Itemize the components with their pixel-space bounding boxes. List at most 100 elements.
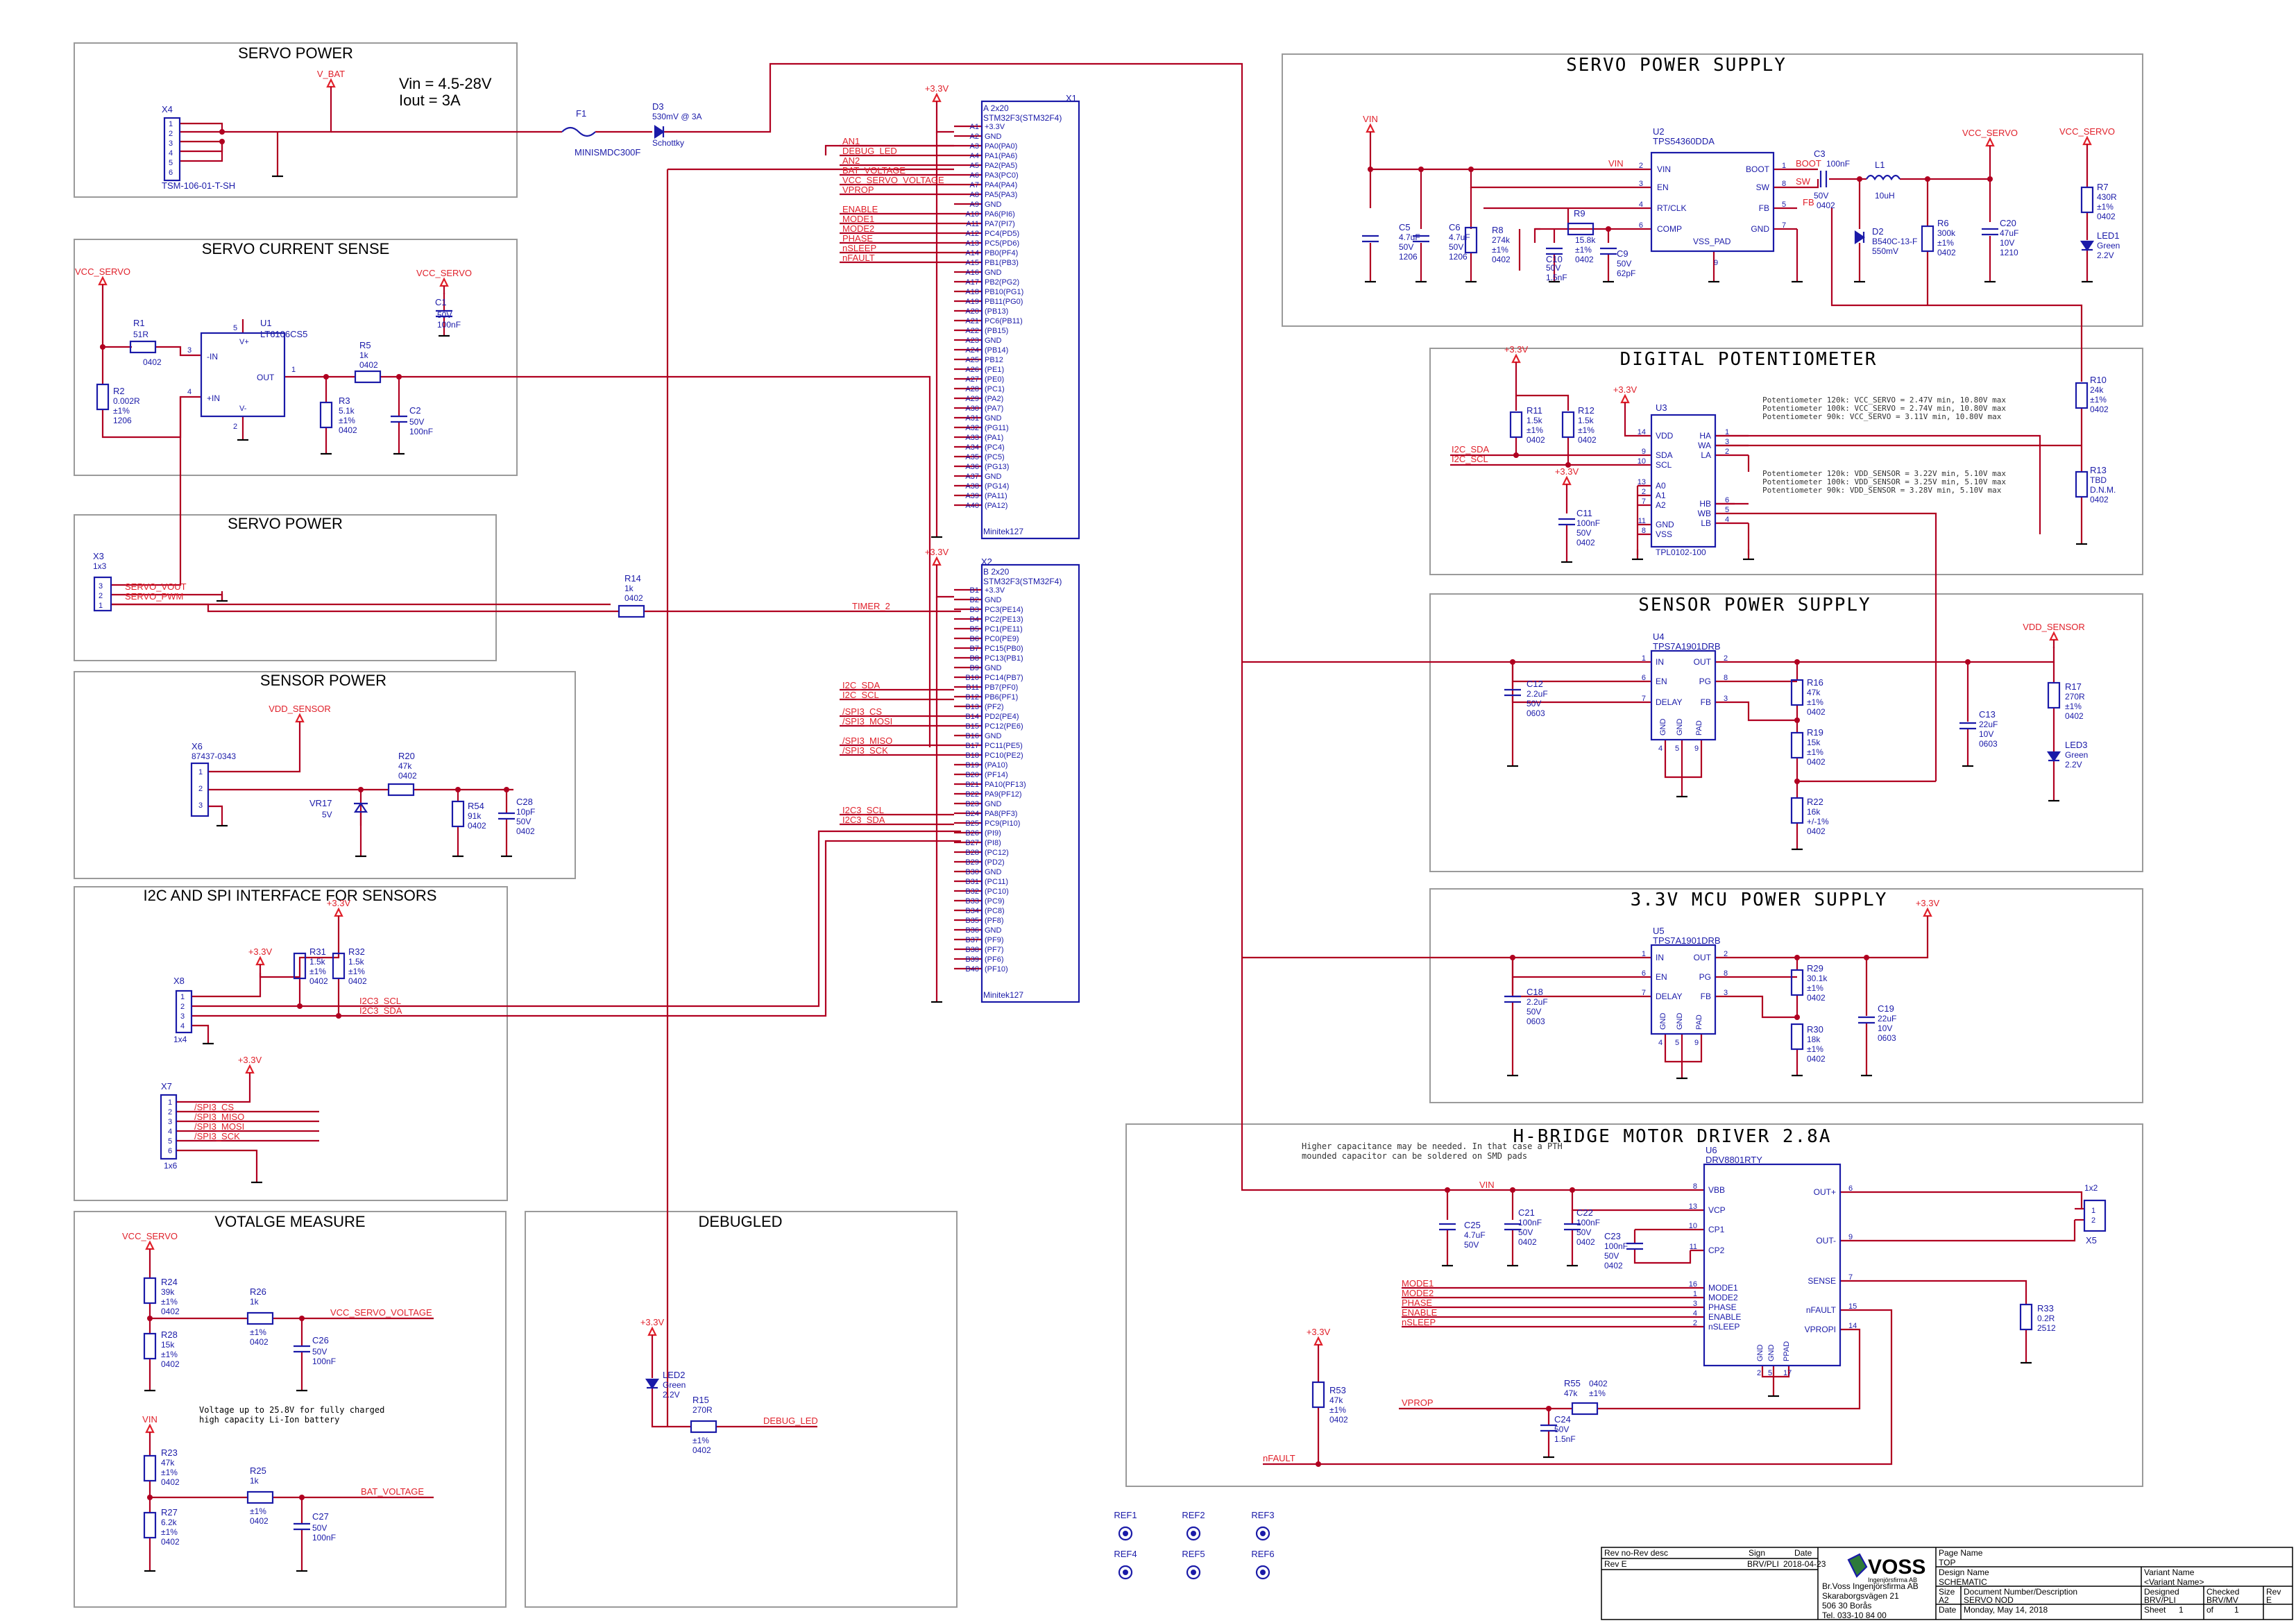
label: (PE1) <box>985 366 1004 374</box>
label: A16 <box>965 269 979 277</box>
power-port <box>1620 393 1630 411</box>
label: VIN <box>1657 164 1671 174</box>
label: 3 <box>168 1118 172 1126</box>
power-port-label: +3.3V <box>925 547 949 557</box>
resistor-r15 <box>690 1420 717 1434</box>
diode-d3 <box>654 124 665 139</box>
label: 50V <box>1617 259 1631 269</box>
label: REF4 <box>1114 1549 1137 1559</box>
label: 0402 <box>2090 405 2109 414</box>
label: R30 <box>1807 1024 1823 1035</box>
junction-dot <box>336 1013 341 1019</box>
label: 1.5k <box>348 957 365 967</box>
label: 10pF <box>516 807 535 817</box>
resistor-r9 <box>1567 222 1595 236</box>
net-label: BOOT <box>1796 158 1821 169</box>
label: 2 <box>233 423 237 431</box>
capacitor-c6 <box>1413 235 1429 243</box>
label: B13 <box>965 703 979 711</box>
label: A5 <box>970 162 979 170</box>
label: 11 <box>1638 517 1646 525</box>
label: C19 <box>1878 1003 1894 1014</box>
label: 50V <box>1554 1425 1569 1434</box>
label: 6 <box>168 1147 172 1155</box>
ground-symbol <box>1676 787 1687 798</box>
label: B3 <box>970 606 979 614</box>
frame-servo-current <box>74 239 518 476</box>
label: 100nF <box>1576 518 1600 528</box>
pin-label: PAD <box>1695 1014 1703 1030</box>
label: IN <box>1656 953 1664 962</box>
label: C9 <box>1617 248 1629 259</box>
label: PA1(PA6) <box>985 152 1017 160</box>
capacitor-c25 <box>1439 1223 1456 1231</box>
label: 47k <box>1564 1388 1578 1398</box>
label: 4 <box>1658 745 1663 753</box>
block-frames <box>74 42 2143 1608</box>
label: SW <box>1756 182 1770 192</box>
label: 3 <box>1724 695 1728 703</box>
label: 0.2R <box>2037 1314 2055 1323</box>
label: 10 <box>1689 1222 1697 1230</box>
label: D.N.M. <box>2090 485 2116 495</box>
note: Potentiometer 100k: VCC_SERVO = 2.74V mi… <box>1762 404 2006 413</box>
label: X5 <box>2086 1235 2097 1246</box>
label: B16 <box>965 732 979 740</box>
label: 6.2k <box>161 1518 178 1527</box>
label: PG <box>1699 677 1711 686</box>
label: GND <box>985 414 1002 423</box>
ground-symbol <box>1415 272 1427 283</box>
label: 1x4 <box>173 1035 187 1044</box>
label: PC10(PE2) <box>985 751 1023 760</box>
capacitor-c27 <box>294 1522 310 1531</box>
wire <box>101 293 132 348</box>
power-port-label: VCC_SERVO <box>416 268 472 278</box>
label: U4 <box>1653 631 1665 642</box>
label: +/-1% <box>1807 817 1829 826</box>
ground-symbol <box>296 1381 307 1392</box>
wire <box>1597 1328 1861 1410</box>
net-label: SERVO_VOUT <box>125 581 187 592</box>
wire <box>192 830 961 1008</box>
net-label: VIN <box>1608 158 1624 169</box>
label: 24k <box>2090 385 2104 395</box>
label: 13 <box>1638 478 1646 486</box>
wire <box>1470 169 1651 189</box>
label: A14 <box>965 249 979 257</box>
label: PC14(PB7) <box>985 674 1023 682</box>
ground-symbol <box>1567 1256 1578 1267</box>
label: R27 <box>161 1507 178 1518</box>
label: (PC4) <box>985 443 1005 452</box>
power-port <box>145 1240 155 1257</box>
frame-mcu-supply <box>1429 888 2143 1103</box>
label: B24 <box>965 810 979 818</box>
wire <box>935 573 954 598</box>
label: 50V <box>1527 1007 1541 1017</box>
label: 0402 <box>339 425 357 435</box>
label: MODE2 <box>1708 1293 1738 1302</box>
power-port <box>1313 1336 1323 1353</box>
label: 51R <box>133 330 148 339</box>
junction-dot <box>1510 659 1515 665</box>
label: 4 <box>1658 1039 1663 1047</box>
label: 10V <box>2000 238 2014 248</box>
ground-symbol <box>321 444 332 455</box>
label: 2 <box>1724 950 1728 958</box>
label: (PD2) <box>985 858 1005 867</box>
net-label: AN1 <box>842 136 860 146</box>
junction-dot <box>1445 1187 1450 1193</box>
capacitor-c19 <box>1858 1016 1875 1024</box>
power-port-label: +3.3V <box>327 898 351 908</box>
label: C23 <box>1604 1231 1621 1241</box>
label: 16 <box>1689 1280 1697 1289</box>
label: ±1% <box>1937 238 1954 248</box>
label: 6 <box>1725 496 1729 504</box>
label: B28 <box>965 849 979 857</box>
resistor-r2 <box>96 383 110 411</box>
power-port-label: +3.3V <box>1916 898 1940 908</box>
ground-symbol <box>2048 791 2059 802</box>
label: R19 <box>1807 727 1823 738</box>
label: ±1% <box>692 1436 709 1445</box>
label: LB <box>1701 518 1711 528</box>
wire <box>192 840 961 1017</box>
